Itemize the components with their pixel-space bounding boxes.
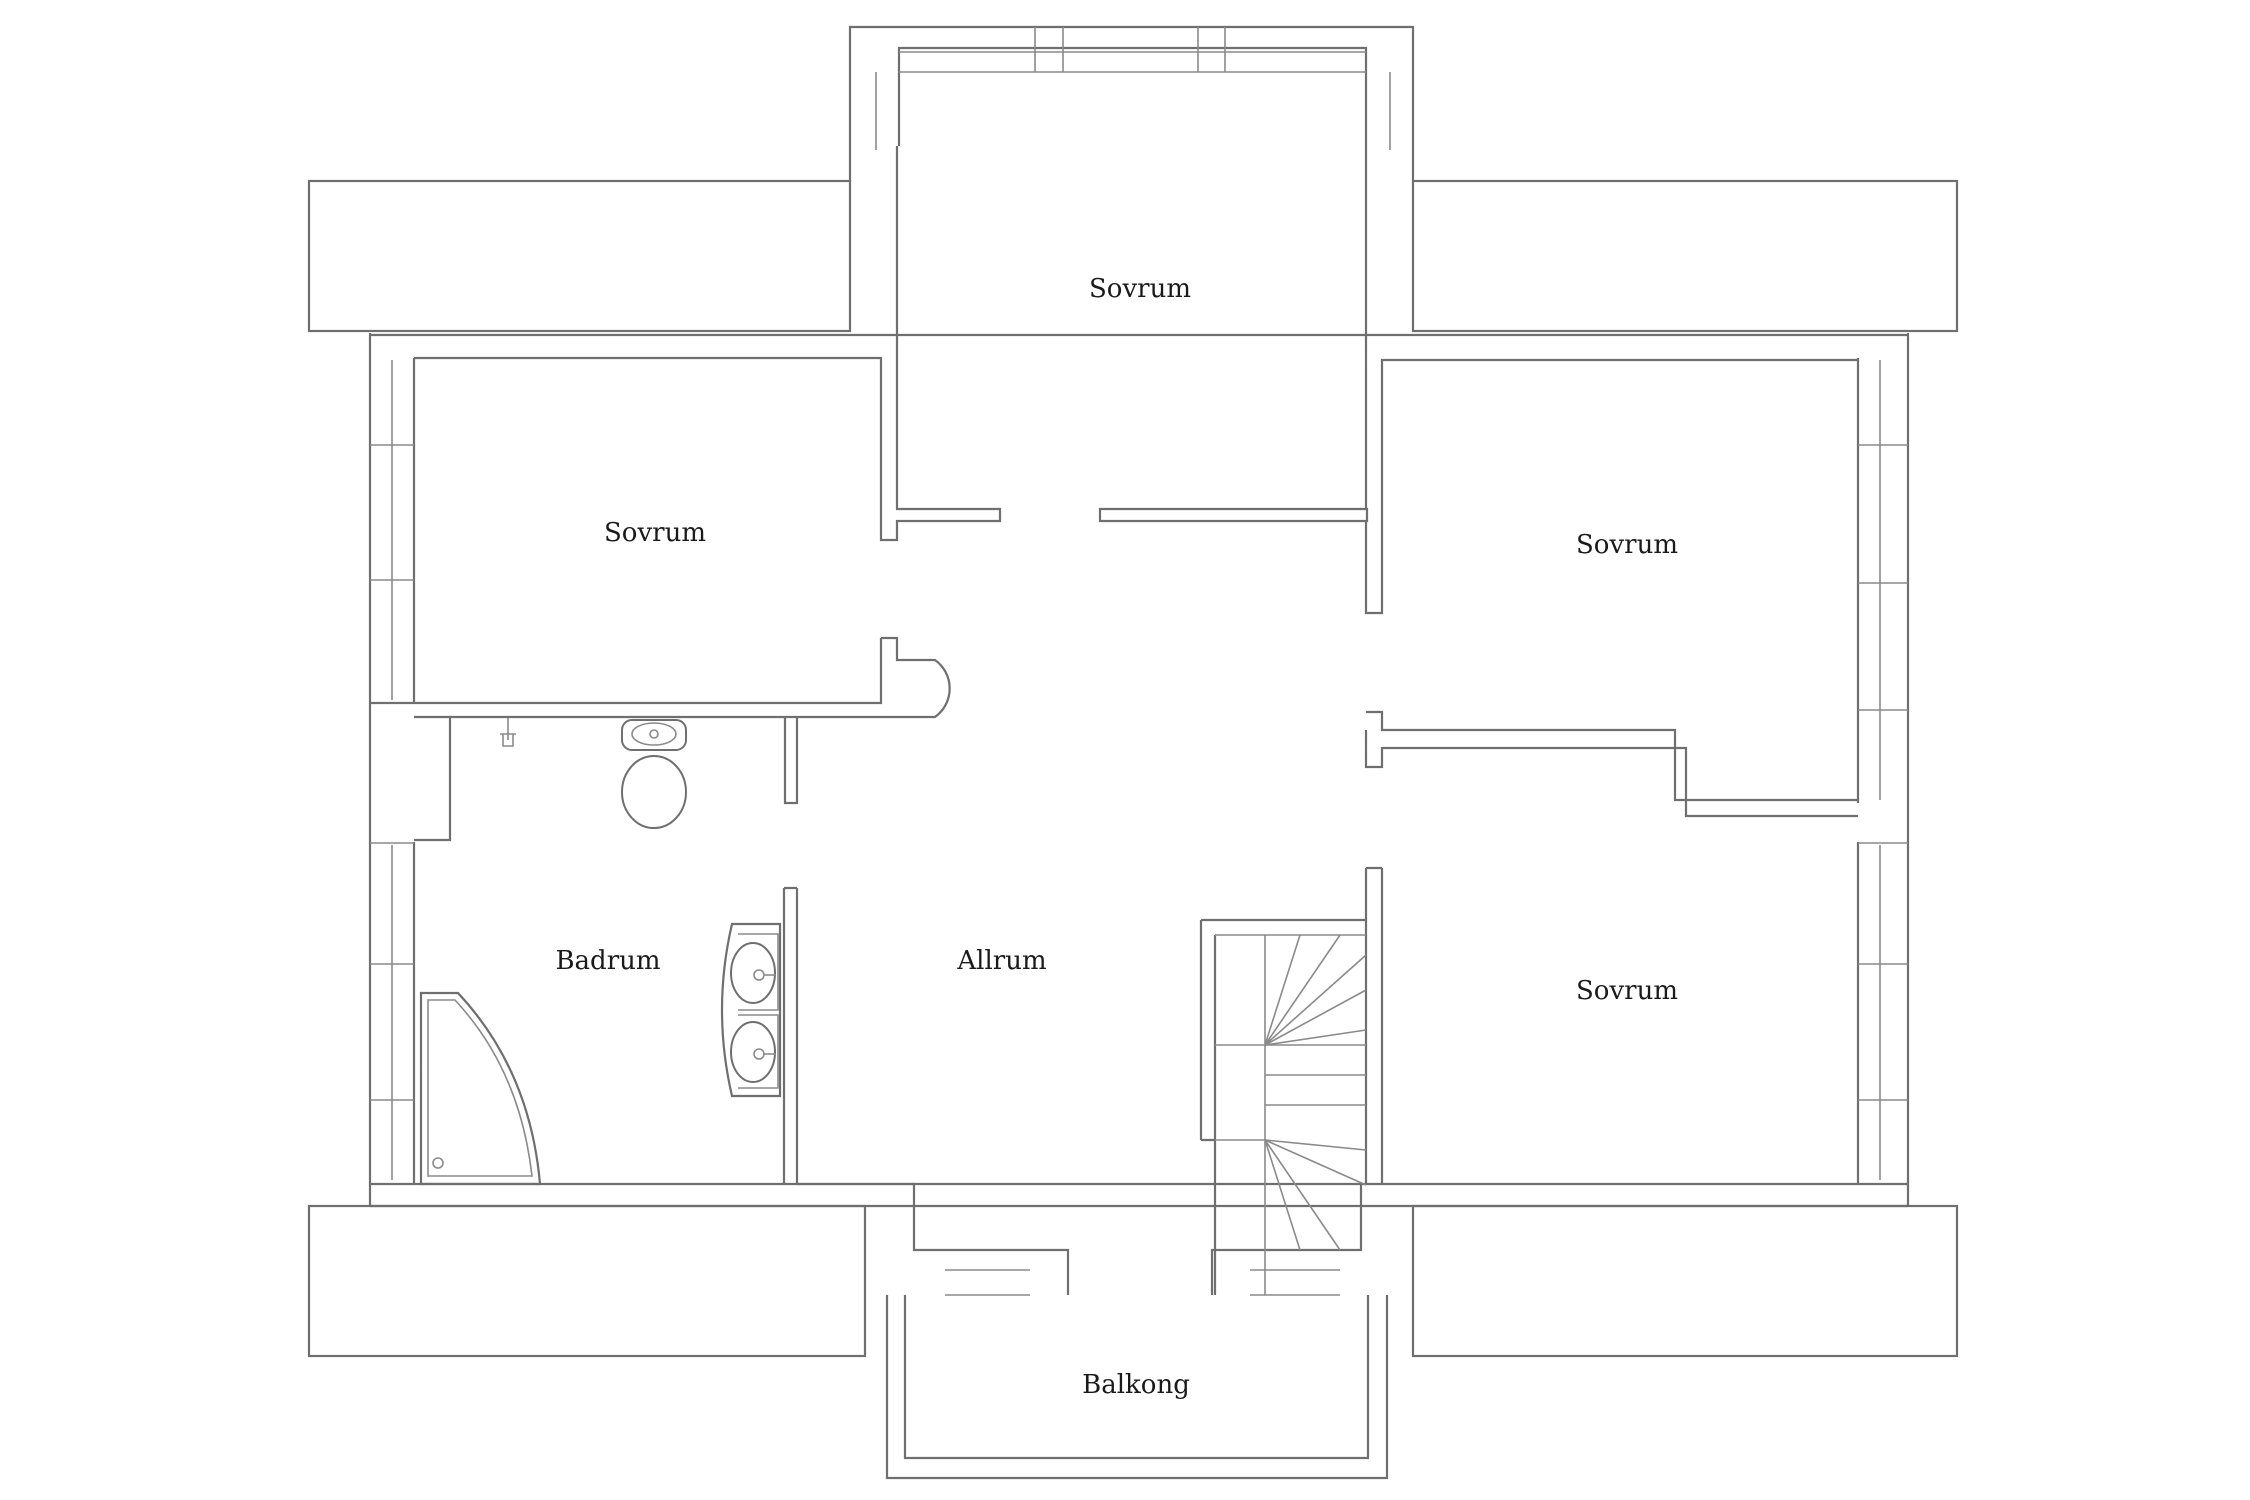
- room-label-sovrum-right-lower: Sovrum: [1576, 976, 1678, 1006]
- toilet-icon: [621, 719, 687, 829]
- room-label-sovrum-right-upper: Sovrum: [1576, 530, 1678, 560]
- room-label-badrum: Badrum: [555, 946, 660, 976]
- sink-icon: [720, 922, 782, 1098]
- room-label-sovrum-left: Sovrum: [604, 518, 706, 548]
- room-label-allrum: Allrum: [956, 946, 1046, 976]
- interior-walls: [370, 146, 1908, 1295]
- sink-icon: [730, 1021, 776, 1083]
- staircase-icon: [1199, 918, 1367, 1295]
- tap-icon: [500, 718, 516, 747]
- room-label-balkong: Balkong: [1082, 1370, 1190, 1400]
- room-label-sovrum-top: Sovrum: [1089, 274, 1191, 304]
- shower-icon: [419, 991, 542, 1186]
- room-labels: Sovrum Sovrum Sovrum Sovrum Badrum Allru…: [555, 274, 1678, 1400]
- outer-walls: [307, 25, 1959, 1480]
- windows: [370, 27, 1908, 1296]
